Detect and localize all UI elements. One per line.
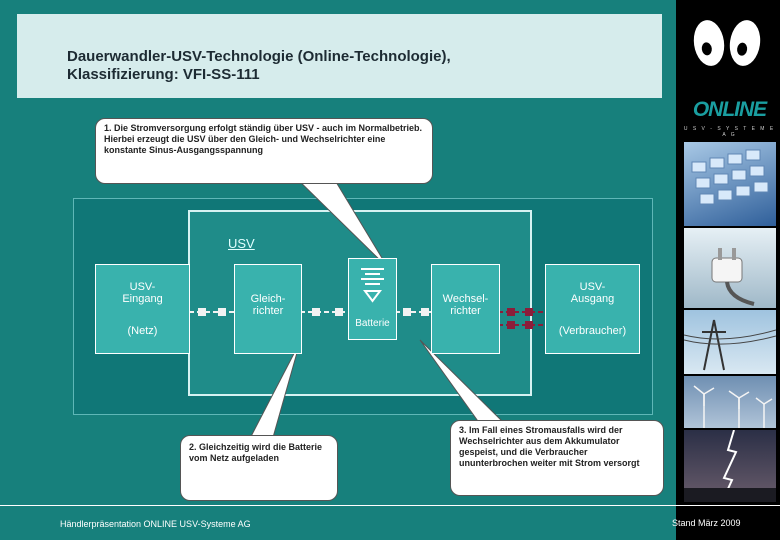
battery-box: Batterie [348, 258, 397, 340]
node-square-red [507, 308, 515, 316]
callout-1-text: 1. Die Stromversorgung erfolgt ständig ü… [104, 123, 423, 155]
usv-input-label-line3: (Netz) [127, 325, 158, 337]
plug-image [711, 248, 755, 306]
footer-right-text: Stand März 2009 [672, 518, 741, 528]
usv-input-label-line2: Eingang [122, 293, 163, 305]
inverter-label-line1: Wechsel- [442, 293, 489, 305]
footer-divider [0, 505, 780, 506]
windturbine-photo [684, 376, 776, 428]
keyboard-photo [684, 142, 776, 226]
node-square-red [507, 321, 515, 329]
usv-output-label-line1: USV- [579, 281, 606, 293]
node-square-red [525, 321, 533, 329]
callout-1-tail [288, 171, 389, 269]
usv-input-box: USV- Eingang (Netz) [95, 264, 190, 354]
rectifier-label-line2: richter [252, 305, 284, 317]
page-title-line2: Klassifizierung: VFI-SS-111 [67, 66, 260, 83]
callout-1: 1. Die Stromversorgung erfolgt ständig ü… [95, 118, 433, 184]
usv-label: USV [228, 236, 255, 251]
windturbine-image [693, 385, 773, 428]
inverter-box: Wechsel- richter [431, 264, 500, 354]
node-square [421, 308, 429, 316]
callout-3-text: 3. Im Fall eines Stromausfalls wird der … [459, 425, 640, 468]
powerline-image [684, 319, 776, 371]
node-square [312, 308, 320, 316]
footer-left-text: Händlerpräsentation ONLINE USV-Systeme A… [60, 519, 251, 529]
node-square-red [525, 308, 533, 316]
callout-2-tail [244, 341, 301, 449]
lightning-photo [684, 430, 776, 502]
usv-input-label-line1: USV- [129, 281, 156, 293]
node-square [198, 308, 206, 316]
inverter-label-line2: richter [450, 305, 481, 317]
callout-3: 3. Im Fall eines Stromausfalls wird der … [450, 420, 664, 496]
usv-output-label-line3: (Verbraucher) [558, 325, 627, 337]
usv-output-box: USV- Ausgang (Verbraucher) [545, 264, 640, 354]
connector-layer [189, 171, 545, 449]
powerline-photo [684, 310, 776, 374]
battery-label: Batterie [355, 318, 390, 329]
right-eye-icon [726, 18, 764, 68]
company-logo: ONLINE [692, 98, 767, 121]
keyboard-image [691, 149, 769, 205]
company-logo-subtitle: U S V - S Y S T E M E A G [683, 126, 776, 138]
left-eye-icon [690, 18, 728, 68]
callout-2-text: 2. Gleichzeitig wird die Batterie vom Ne… [189, 442, 323, 463]
battery-icon [361, 268, 384, 303]
node-square [218, 308, 226, 316]
rectifier-box: Gleich- richter [234, 264, 302, 354]
title-bar: Dauerwandler-USV-Technologie (Online-Tec… [17, 14, 662, 98]
rectifier-label-line1: Gleich- [250, 293, 286, 305]
lightning-image [684, 430, 776, 502]
page-title-line1: Dauerwandler-USV-Technologie (Online-Tec… [67, 48, 451, 65]
callout-2: 2. Gleichzeitig wird die Batterie vom Ne… [180, 435, 338, 501]
node-square [335, 308, 343, 316]
node-square [403, 308, 411, 316]
usv-output-label-line2: Ausgang [570, 293, 615, 305]
plug-photo [684, 228, 776, 308]
